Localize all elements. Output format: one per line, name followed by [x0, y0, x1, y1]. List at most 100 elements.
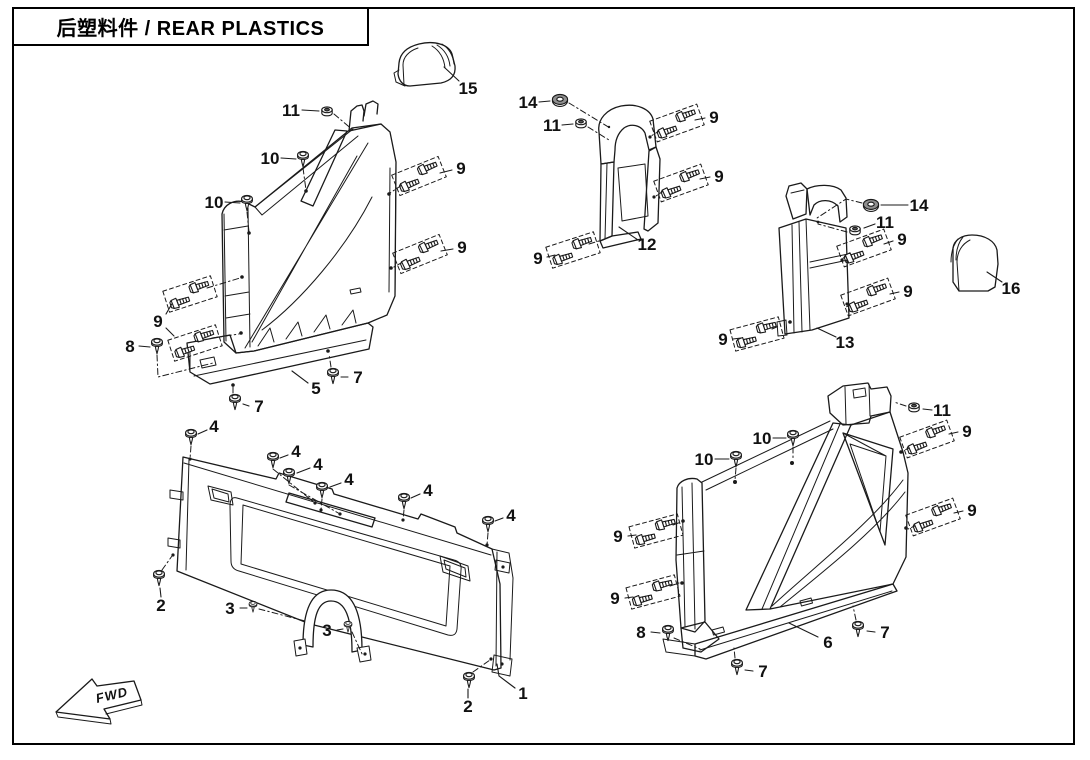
leader-dash-line [351, 631, 364, 657]
screw-icon [153, 569, 165, 587]
nut-icon [575, 118, 587, 129]
callout-9: 9 [533, 249, 542, 268]
leader-line [953, 510, 964, 514]
callout-1: 1 [518, 684, 527, 703]
leader-line [650, 631, 661, 634]
screw-icon [787, 429, 799, 447]
leader-line [922, 408, 933, 411]
callout-7: 7 [758, 662, 767, 681]
leader-line [336, 628, 344, 631]
leader-dash-line [272, 468, 316, 504]
callout-10: 10 [261, 149, 280, 168]
callout-16: 16 [1002, 279, 1021, 298]
screw-icon [241, 194, 253, 212]
leader-dash-line [669, 582, 680, 587]
leader-dash-line [816, 198, 863, 219]
leader-dash-line [733, 647, 736, 659]
part-15-drawing [393, 41, 456, 87]
leader-dash-line [817, 223, 848, 233]
screw-pair-icon [168, 325, 222, 361]
leader-line [627, 534, 637, 537]
callout-4: 4 [313, 455, 323, 474]
screw-icon [316, 481, 328, 499]
part-6-drawing [662, 382, 909, 660]
leader-dash-line [852, 605, 857, 621]
callout-9: 9 [967, 501, 976, 520]
callout-3: 3 [322, 621, 331, 640]
leader-dash-line [472, 659, 491, 673]
part-16-drawing [950, 234, 999, 292]
leader-line [889, 291, 900, 295]
leader-dash-line [246, 211, 250, 233]
leader-line [443, 66, 460, 82]
screw-pair-icon [163, 276, 217, 312]
callout-2: 2 [156, 596, 165, 615]
callout-9: 9 [709, 108, 718, 127]
leader-line [242, 403, 250, 407]
callout-9: 9 [962, 422, 971, 441]
leader-line [816, 327, 837, 338]
part-1-drawing [167, 456, 514, 677]
grommet-icon [551, 93, 569, 107]
callout-9: 9 [457, 238, 466, 257]
callout-3: 3 [225, 599, 234, 618]
leader-line [866, 630, 876, 633]
callout-4: 4 [209, 417, 219, 436]
leader-line [280, 157, 297, 160]
nut-icon [849, 225, 861, 236]
leader-line [546, 254, 556, 258]
leader-dash-line [486, 532, 489, 546]
screw-pair-icon [629, 514, 683, 548]
part-5-drawing [186, 100, 397, 387]
fwd-label: FWD [94, 684, 129, 706]
leader-line [618, 226, 639, 241]
leader-dash-line [302, 167, 307, 191]
screw-pair-icon [626, 575, 680, 609]
callout-8: 8 [125, 337, 134, 356]
leader-line [301, 109, 320, 112]
leader-line [410, 493, 421, 499]
leader-dash-line [402, 509, 405, 521]
screw-pair-icon [906, 498, 961, 536]
screw-icon [229, 393, 241, 411]
leader-dash-line [588, 240, 600, 245]
leader-dash-line [568, 102, 611, 129]
callout-10: 10 [205, 193, 224, 212]
leader-dash-line [734, 467, 737, 481]
leader-line [496, 663, 516, 689]
callout-9: 9 [714, 167, 723, 186]
leader-line [138, 345, 151, 348]
leader-line [439, 169, 453, 174]
grommet-icon [862, 198, 880, 212]
leader-line [296, 467, 311, 474]
callout-4: 4 [423, 481, 433, 500]
screw-icon [852, 620, 864, 638]
leader-dash-line [587, 126, 610, 141]
page-border [12, 7, 1075, 745]
callout-9: 9 [613, 527, 622, 546]
callout-4: 4 [291, 442, 301, 461]
callout-9: 9 [610, 589, 619, 608]
screw-pair-icon [650, 104, 705, 142]
callout-9: 9 [718, 330, 727, 349]
callout-13: 13 [836, 333, 855, 352]
screw-pair-icon [546, 232, 600, 268]
leader-line [440, 248, 454, 252]
screw-pair-icon [730, 317, 784, 351]
screw-icon [283, 467, 295, 485]
callout-15: 15 [459, 79, 478, 98]
part-12-drawing [598, 104, 661, 249]
screw-pair-icon [837, 229, 892, 267]
leader-dash-line [211, 333, 240, 339]
leader-line [538, 100, 551, 103]
screw-icon [151, 337, 163, 355]
leader-line [699, 176, 711, 180]
fwd-arrow: FWD [55, 678, 143, 725]
leader-line [165, 301, 174, 315]
screw-icon [185, 428, 197, 446]
leader-line [986, 271, 1003, 283]
callout-10: 10 [753, 429, 772, 448]
leader-dash-line [288, 484, 341, 515]
